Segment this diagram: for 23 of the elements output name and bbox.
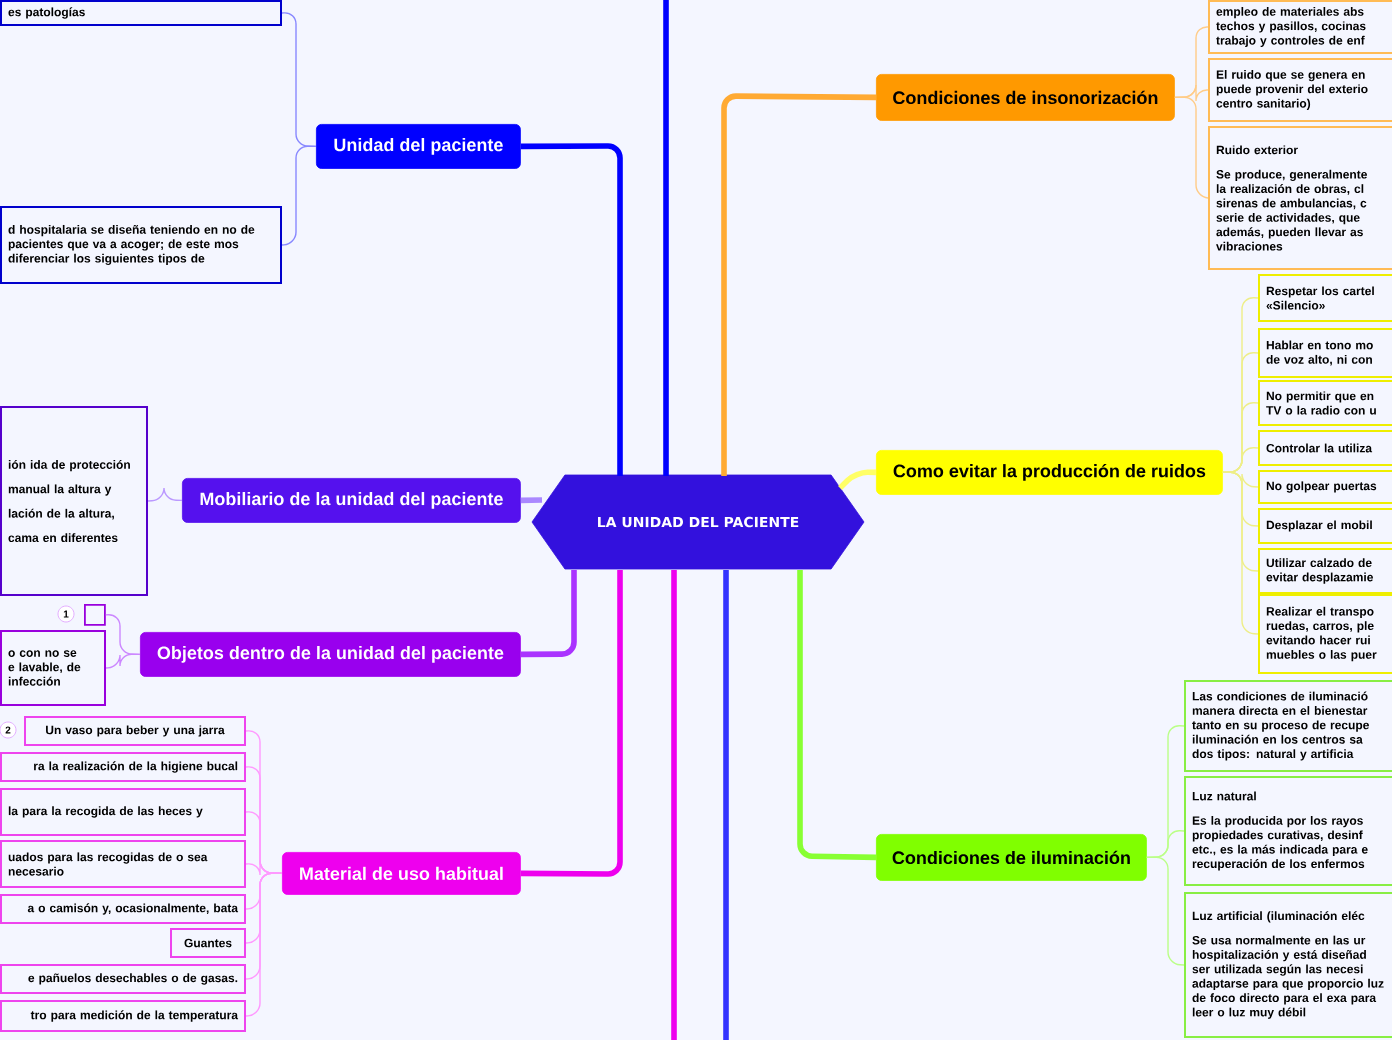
connector bbox=[1174, 96, 1209, 199]
topic-box: Condiciones de insonorización bbox=[876, 74, 1175, 121]
connector bbox=[105, 653, 141, 669]
connector bbox=[721, 93, 877, 476]
connector bbox=[520, 497, 543, 504]
topic-box: Condiciones de iluminación bbox=[876, 834, 1147, 881]
connector bbox=[797, 570, 877, 861]
topic-box: Unidad del paciente bbox=[316, 124, 521, 169]
connector bbox=[520, 570, 623, 877]
connector bbox=[671, 570, 677, 1040]
connector bbox=[520, 570, 577, 658]
connector bbox=[245, 872, 283, 1017]
connector bbox=[723, 570, 729, 1040]
connector bbox=[520, 143, 623, 476]
topic-box: Mobiliario de la unidad del paciente bbox=[182, 478, 521, 523]
connector bbox=[838, 469, 877, 490]
empty-box bbox=[84, 604, 106, 626]
topic-box: Material de uso habitual bbox=[282, 852, 521, 895]
topic-box: Como evitar la producción de ruidos bbox=[876, 450, 1223, 495]
connector bbox=[663, 0, 669, 476]
connector bbox=[281, 145, 317, 246]
topic-box: Objetos dentro de la unidad del paciente bbox=[140, 632, 521, 677]
connector bbox=[147, 487, 183, 502]
